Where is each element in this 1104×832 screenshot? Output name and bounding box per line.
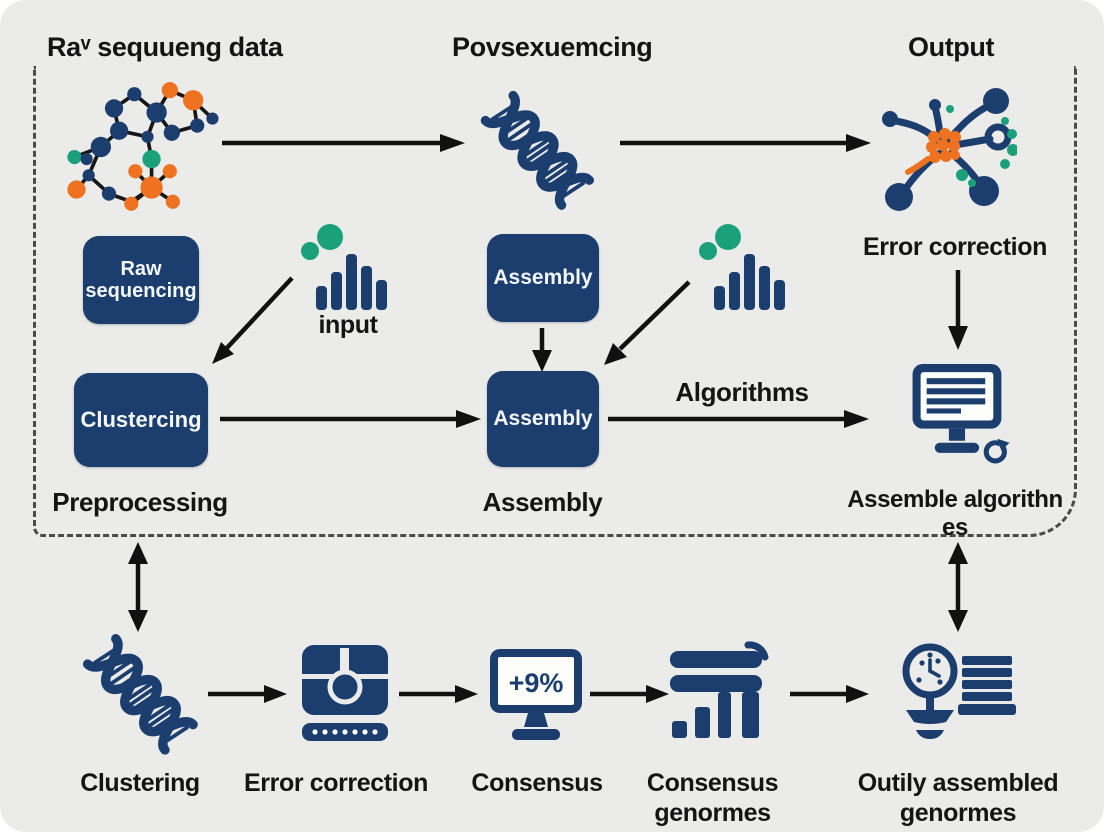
stage-assembly-label: Assembly (482, 487, 603, 517)
double-arrow-right (942, 542, 974, 632)
bottom-label-clustering: Clustering (80, 769, 200, 797)
heading-processing: Povsexuemcing (452, 32, 653, 62)
bar-chart-input-icon (298, 222, 398, 314)
error-correction-label-top: Error correction (863, 233, 1047, 261)
arrow-raw-to-processing (222, 130, 466, 156)
error-correction-module-icon (302, 645, 388, 741)
bar-chart-params-icon (696, 222, 796, 314)
arrow-assembly-to-monitor (608, 406, 870, 432)
arrow-error-to-monitor (944, 268, 972, 350)
refresh-icon (983, 438, 1010, 464)
consensus-screen-value: +9% (509, 668, 564, 698)
stage-assemble-algorithms-label: Assemble algorithn es (847, 486, 1063, 541)
bottom-label-consensus-genomes: Consensus genormes (646, 769, 779, 827)
arrow-genomes-to-output (790, 681, 870, 707)
input-label: input (318, 311, 378, 339)
consensus-monitor-icon: +9% (490, 648, 582, 742)
bottom-label-assembled-genomes: Outily assembled genormes (857, 769, 1059, 827)
arrow-error-to-consensus (399, 681, 479, 707)
arrow-clustering-to-error (208, 681, 288, 707)
raw-sequencing-box: Raw sequencing (83, 236, 199, 324)
heading-raw-sequencing-data: Raᵛ sequueng data (47, 32, 283, 62)
stage-preprocessing-label: Preprocessing (52, 487, 228, 517)
double-arrow-left (122, 542, 154, 632)
bottom-label-consensus: Consensus (471, 769, 603, 797)
bottom-label-error-correction: Error correction (244, 769, 428, 797)
dna-helix-icon (468, 82, 608, 222)
arrow-input-to-clustering (200, 272, 300, 375)
gauge-dashboard-icon (898, 642, 1024, 746)
algorithms-label: Algorithms (675, 377, 809, 407)
clustering-box: Clustercing (74, 373, 208, 467)
heading-output: Output (908, 32, 995, 62)
pipeline-dashed-container (33, 66, 1077, 537)
genome-report-icon (670, 630, 775, 744)
dna-helix-icon (70, 625, 212, 767)
monitor-report-icon (910, 362, 1012, 468)
arrow-assembly-down (528, 326, 556, 372)
arrow-processing-to-output (620, 130, 872, 156)
assembly-box-upper: Assembly (487, 234, 599, 322)
network-hub-icon (872, 78, 1017, 220)
arrow-clustering-to-assembly (220, 406, 482, 432)
assembly-box-main: Assembly (487, 371, 599, 467)
arrow-params-to-assembly (594, 277, 698, 375)
molecule-network-icon (58, 80, 236, 222)
arrow-consensus-to-genomes (590, 681, 670, 707)
